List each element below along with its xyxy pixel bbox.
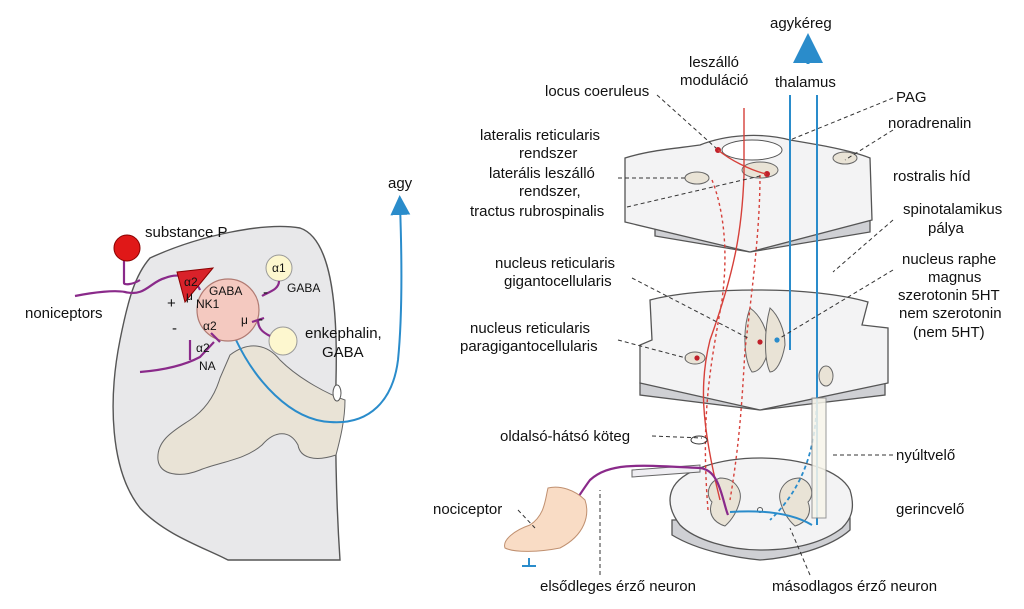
raphe-label-1: nucleus raphe — [902, 251, 996, 268]
oldalso-label: oldalsó-hátsó köteg — [500, 428, 630, 445]
leszallo-label-1: leszálló — [689, 54, 739, 71]
raphe-label-2: magnus — [928, 269, 981, 286]
nrpg-label-1: nucleus reticularis — [470, 320, 590, 337]
minus-left: - — [172, 320, 177, 337]
lat-lesz-label-3: tractus rubrospinalis — [470, 203, 604, 220]
agy-label: agy — [388, 175, 413, 192]
noradrenalin-label: noradrenalin — [888, 115, 971, 132]
substance-p-vesicle — [113, 234, 141, 262]
alpha2-center: α2 — [203, 319, 217, 333]
lat-ret-label-1: lateralis reticularis — [480, 127, 600, 144]
lat-lesz-label-1: laterális leszálló — [489, 165, 595, 182]
nyultvelo-label: nyúltvelő — [896, 447, 955, 464]
foot-drawing — [504, 486, 588, 552]
na-fiber — [139, 341, 215, 374]
gaba-interneuron — [196, 278, 260, 342]
pag-label: PAG — [896, 89, 927, 106]
gaba-center-label: GABA — [209, 284, 242, 298]
noniceptors-label: noniceptors — [25, 305, 103, 322]
raphe-label-4: nem szerotonin — [899, 305, 1002, 322]
alpha2-top: α2 — [184, 275, 198, 289]
medulla-slab — [639, 289, 889, 411]
gaba-right-label: GABA — [287, 281, 320, 295]
plus-sign: + — [167, 295, 176, 312]
gray-matter — [157, 345, 346, 475]
nociceptor-label: nociceptor — [433, 501, 502, 518]
substance-p-label: substance P — [145, 224, 228, 241]
ascending-pathway-to-brain — [235, 195, 411, 424]
masodlagos-label: másodlagos érző neuron — [772, 578, 937, 595]
raphe-label-3: szerotonin 5HT — [898, 287, 1000, 304]
alpha1-label: α1 — [272, 261, 286, 275]
lat-ret-label-2: rendszer — [519, 145, 577, 162]
rostralis-hid-label: rostralis híd — [893, 168, 971, 185]
minus-right-2: - — [258, 311, 263, 328]
raphe-label-5: (nem 5HT) — [913, 324, 985, 341]
spino-label-1: spinotalamikus — [903, 201, 1002, 218]
enkephalin-label-2: GABA — [322, 344, 364, 361]
na-label: NA — [199, 359, 216, 373]
enkephalin-label-1: enkephalin, — [305, 325, 382, 342]
rostral-pons-slab — [624, 134, 873, 253]
thalamus-label: thalamus — [775, 74, 836, 91]
mu-center: μ — [241, 313, 248, 327]
elsodleges-label: elsődleges érző neuron — [540, 578, 696, 595]
leszallo-label-2: moduláció — [680, 72, 748, 89]
lat-lesz-label-2: rendszer, — [519, 183, 581, 200]
dorsal-horn-panel: substance P noniceptors agy α2 μ + NK1 G… — [25, 175, 413, 561]
nrg-label-2: gigantocellularis — [504, 273, 612, 290]
receptor-triangle — [176, 267, 215, 304]
locus-coeruleus-label: locus coeruleus — [545, 83, 649, 100]
nrg-label-1: nucleus reticularis — [495, 255, 615, 272]
alpha2-lower: α2 — [196, 341, 210, 355]
mu-top: μ — [186, 289, 193, 303]
agykereg-label: agykéreg — [770, 15, 832, 32]
brainstem-panel: agykéreg leszálló moduláció thalamus loc… — [433, 15, 1002, 595]
gerincvelo-label: gerincvelő — [896, 501, 964, 518]
nk1-label: NK1 — [196, 297, 220, 311]
nrpg-label-2: paragigantocellularis — [460, 338, 598, 355]
spino-label-2: pálya — [928, 220, 965, 237]
minus-right-1: - — [263, 284, 268, 301]
enkephalin-cell — [268, 326, 298, 356]
